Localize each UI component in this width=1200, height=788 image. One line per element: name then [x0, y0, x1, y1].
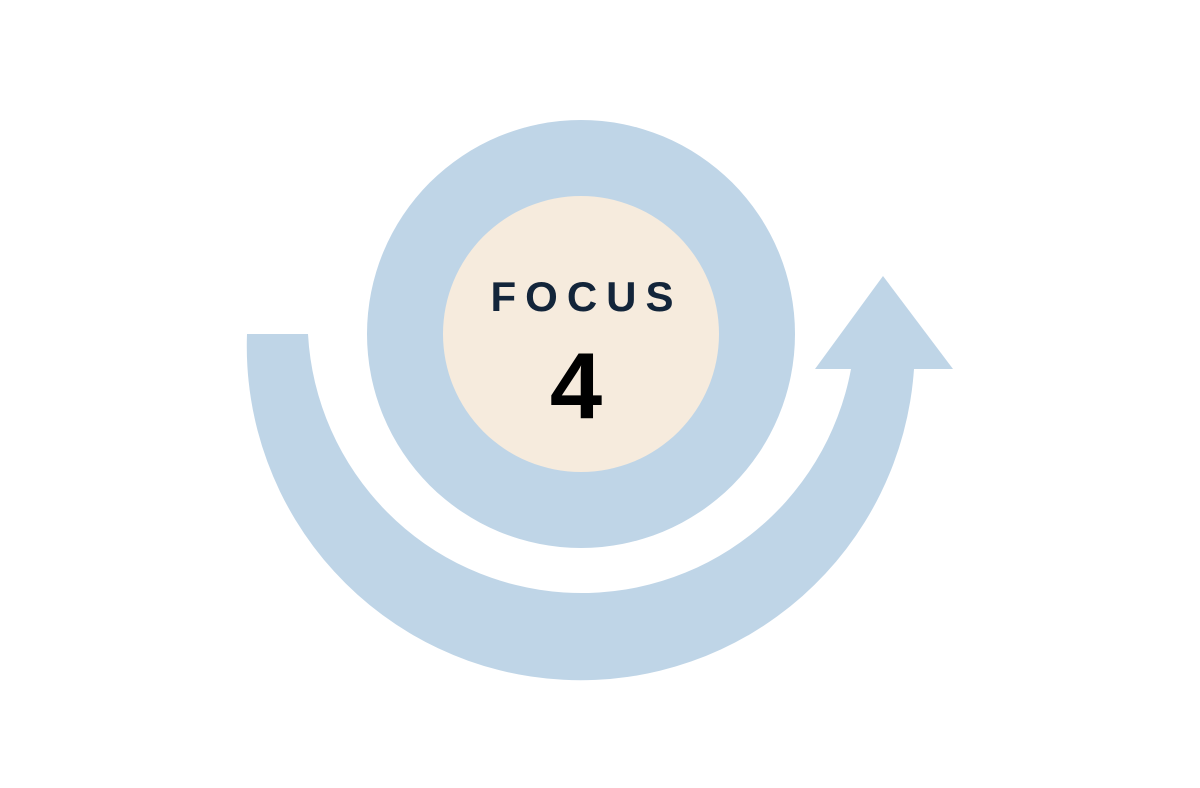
curved-arrow-icon — [246, 334, 914, 681]
inner-circle — [443, 196, 719, 472]
arrow-head-icon — [815, 276, 953, 369]
focus-number: 4 — [549, 333, 603, 438]
focus-label: FOCUS — [490, 273, 683, 320]
